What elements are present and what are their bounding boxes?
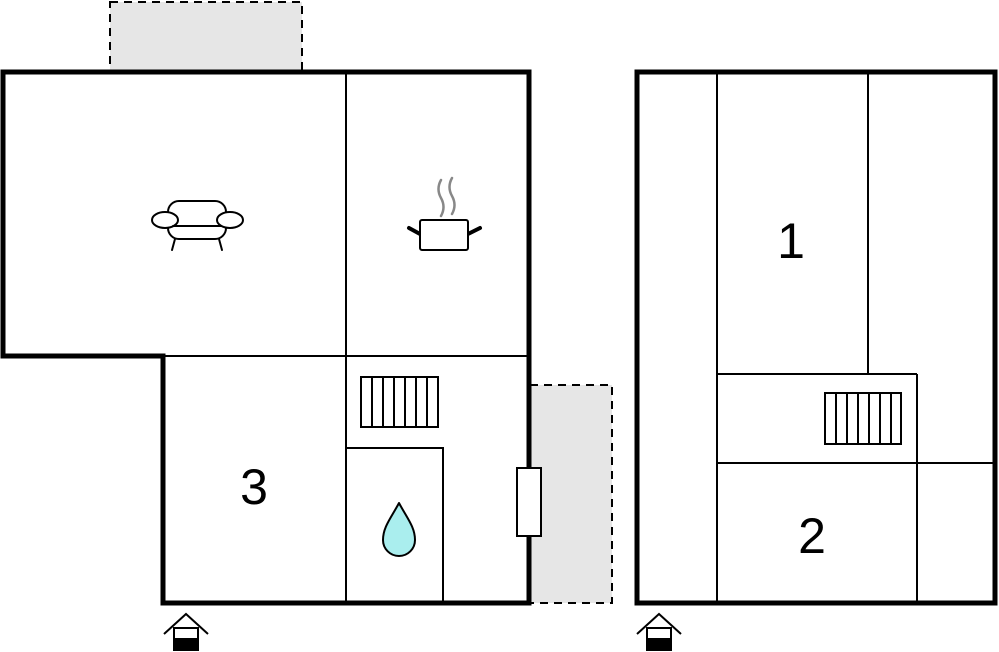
radiator-icon [824, 392, 902, 445]
ground-floor-outer-wall [0, 69, 532, 606]
sofa-icon [151, 200, 244, 251]
water-drop-icon [382, 502, 416, 557]
ground-floor-inner-walls [163, 72, 529, 603]
cooking-pot-icon [407, 176, 482, 251]
ground-floor: 3 [0, 69, 542, 651]
room-number-1: 1 [777, 213, 805, 269]
upper-floor-outer-wall [634, 69, 998, 606]
outdoor-areas [109, 1, 613, 604]
steam-icon [437, 176, 456, 218]
radiator-icon [360, 376, 439, 428]
upper-floor-inner-walls [716, 72, 995, 603]
room-number-2: 2 [798, 508, 826, 564]
kitchen [407, 176, 482, 251]
hallway [360, 376, 439, 428]
bedroom: 2 [798, 508, 826, 564]
bedroom: 3 [240, 459, 268, 515]
bedroom: 1 [777, 213, 805, 269]
landing [824, 392, 902, 445]
bathroom [382, 502, 416, 557]
entrance-icon [636, 612, 682, 651]
terrace-right [529, 384, 613, 604]
terrace-top [109, 1, 303, 73]
living-room [151, 200, 244, 251]
upper-floor: 1 2 [634, 69, 998, 651]
room-number-3: 3 [240, 459, 268, 515]
window-frame [516, 467, 542, 537]
entrance-icon [163, 612, 209, 651]
